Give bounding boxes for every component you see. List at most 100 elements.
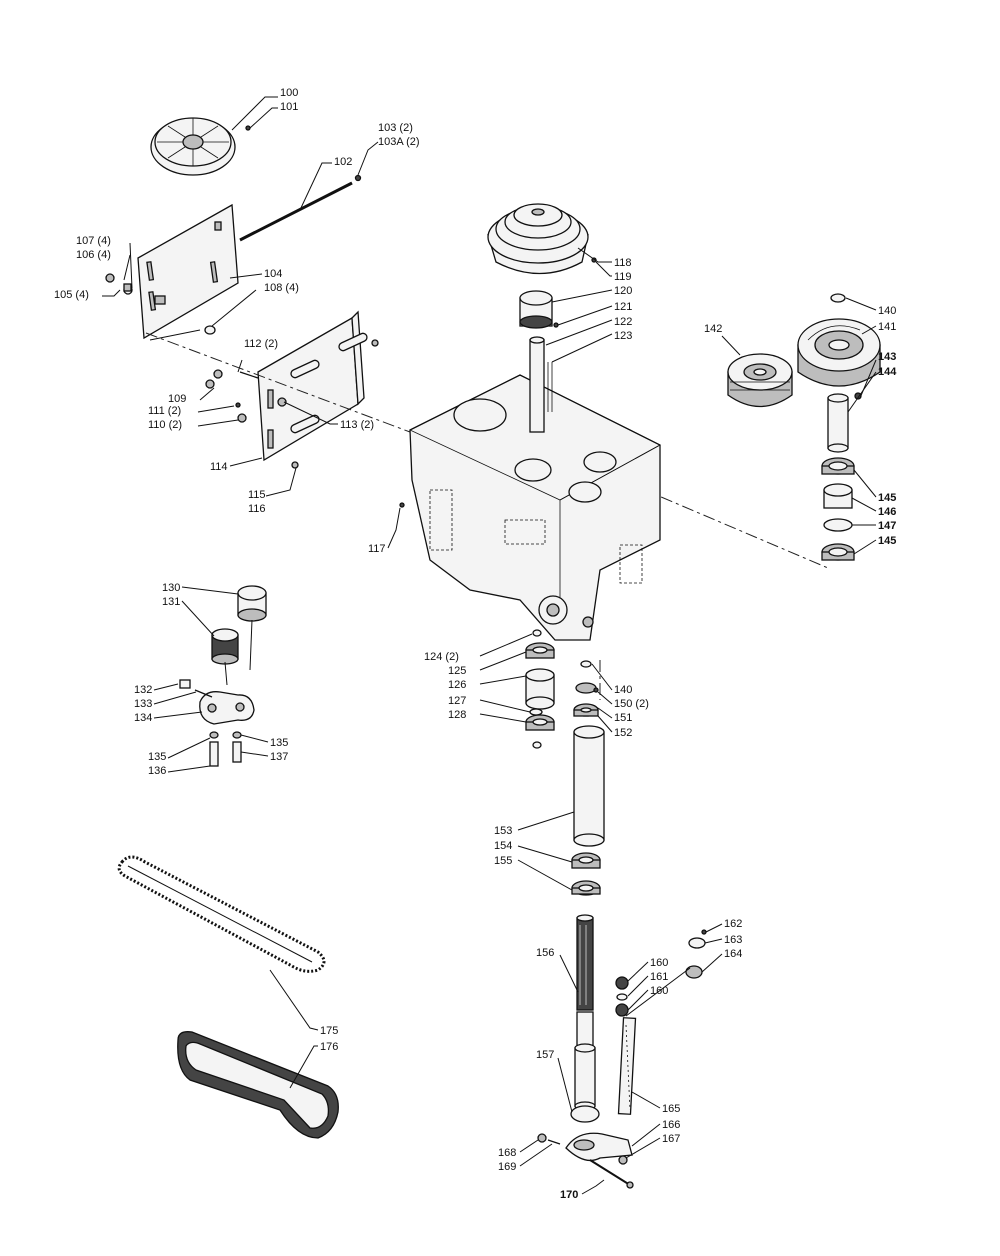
- label-114: 114: [210, 461, 228, 473]
- label-134: 134: [134, 712, 152, 724]
- bearing-stack-145-147: [821, 457, 855, 561]
- label-176: 176: [320, 1041, 338, 1053]
- idler-arm-part: [179, 679, 255, 725]
- label-169: 169: [498, 1161, 516, 1173]
- label-123: 123: [614, 330, 632, 342]
- label-156: 156: [536, 947, 554, 959]
- label-140-top: 140: [878, 305, 896, 317]
- assembly-line-motor: [145, 332, 411, 433]
- label-175: 175: [320, 1025, 338, 1037]
- callout-109-116: 109 111 (2) 110 (2) 112 (2) 113 (2) 114 …: [148, 338, 374, 515]
- label-140-bottom: 140: [614, 684, 632, 696]
- chain-belt-part: [117, 855, 326, 973]
- label-145-bottom: 145: [878, 535, 896, 547]
- label-163: 163: [724, 934, 742, 946]
- label-165: 165: [662, 1103, 680, 1115]
- callout-140-147: 140 141 143 144 145 146 147 145: [845, 297, 897, 555]
- v-belt-part: [177, 1031, 339, 1139]
- head-casting-part: [399, 374, 661, 641]
- label-104: 104: [264, 268, 282, 280]
- label-162: 162: [724, 918, 742, 930]
- label-112: 112 (2): [244, 338, 278, 350]
- label-119: 119: [614, 271, 632, 283]
- label-120: 120: [614, 285, 632, 297]
- motor-plate-part: [137, 203, 239, 341]
- label-122: 122: [614, 316, 632, 328]
- label-141: 141: [878, 321, 896, 333]
- label-111: 111 (2): [148, 405, 181, 417]
- bearing-stack-124-128: [525, 629, 555, 749]
- label-160-top: 160: [650, 957, 668, 969]
- depth-stop-rod-part: [617, 1017, 637, 1115]
- label-157: 157: [536, 1049, 554, 1061]
- label-100: 100: [280, 87, 298, 99]
- motor-pulley-part: [150, 117, 251, 176]
- label-136: 136: [148, 765, 166, 777]
- label-108: 108 (4): [264, 282, 299, 294]
- label-109: 109: [168, 393, 186, 405]
- label-117: 117: [368, 543, 386, 555]
- callout-142: 142: [704, 323, 741, 356]
- label-167: 167: [662, 1133, 680, 1145]
- label-132: 132: [134, 684, 152, 696]
- label-116: 116: [248, 503, 266, 515]
- label-128: 128: [448, 709, 466, 721]
- label-110: 110 (2): [148, 419, 182, 431]
- label-168: 168: [498, 1147, 516, 1159]
- label-135-left: 135: [148, 751, 166, 763]
- label-105: 105 (4): [54, 289, 89, 301]
- label-107: 107 (4): [76, 235, 111, 247]
- label-166: 166: [662, 1119, 680, 1131]
- label-133: 133: [134, 698, 152, 710]
- label-118: 118: [614, 257, 632, 269]
- callout-130-137: 130 131 132 133 134 135 135 137 136: [134, 582, 288, 777]
- mounting-bracket-part: [257, 310, 379, 469]
- idler-arm-bolts-part: [209, 731, 242, 767]
- spindle-pulley-part: [487, 203, 597, 275]
- spindle-pulley-bearing-part: [519, 290, 559, 329]
- quill-bearings-part: [571, 852, 601, 896]
- spindle-pulley-shaft-part: [529, 336, 553, 433]
- label-125: 125: [448, 665, 466, 677]
- spindle-part: [570, 1011, 600, 1123]
- quill-rings-part: [573, 660, 599, 717]
- quill-part: [573, 725, 605, 847]
- label-127: 127: [448, 695, 466, 707]
- assembly-line-spindle-pulley: [639, 487, 829, 569]
- callout-100-101: 100 101: [231, 87, 298, 131]
- callout-124-128: 124 (2) 125 126 127 128: [424, 633, 533, 723]
- label-135-right: 135: [270, 737, 288, 749]
- label-106: 106 (4): [76, 249, 111, 261]
- label-142: 142: [704, 323, 722, 335]
- callout-102-103: 102 103 (2) 103A (2): [299, 122, 420, 211]
- label-103a: 103A (2): [378, 136, 420, 148]
- idler-pulley-upper-part: [237, 585, 267, 671]
- label-143: 143: [878, 351, 896, 363]
- label-137: 137: [270, 751, 288, 763]
- label-160-bottom: 160: [650, 985, 668, 997]
- callout-118-123: 118 119 120 121 122 123: [545, 247, 632, 363]
- label-145-top: 145: [878, 492, 896, 504]
- fasteners-109-113: [205, 369, 259, 423]
- label-170: 170: [560, 1189, 578, 1201]
- label-153: 153: [494, 825, 512, 837]
- depth-stop-bracket-part: [537, 1132, 634, 1189]
- label-155: 155: [494, 855, 512, 867]
- label-121: 121: [614, 301, 632, 313]
- label-147: 147: [878, 520, 896, 532]
- label-102: 102: [334, 156, 352, 168]
- label-154: 154: [494, 840, 512, 852]
- label-146: 146: [878, 506, 896, 518]
- label-164: 164: [724, 948, 742, 960]
- spline-shaft-part: [576, 914, 594, 1011]
- label-126: 126: [448, 679, 466, 691]
- motor-rod-part: [239, 174, 362, 242]
- label-124: 124 (2): [424, 651, 459, 663]
- label-152: 152: [614, 727, 632, 739]
- fasteners-105-107: [105, 273, 133, 295]
- label-150: 150 (2): [614, 698, 649, 710]
- label-144: 144: [878, 366, 897, 378]
- label-151: 151: [614, 712, 632, 724]
- callout-140-155: 140 150 (2) 151 152 153 154 155: [494, 663, 649, 891]
